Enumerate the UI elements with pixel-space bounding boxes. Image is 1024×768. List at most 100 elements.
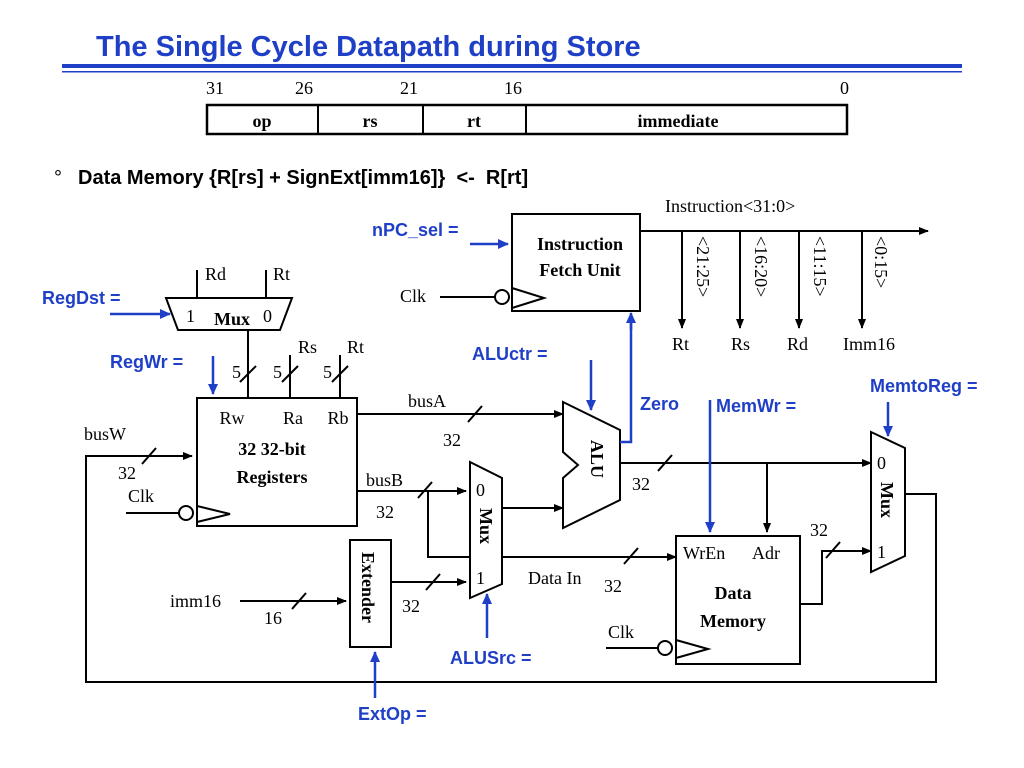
ra-rs-label: Rs bbox=[298, 337, 317, 357]
dmem-label-1: Data bbox=[715, 583, 752, 603]
regfile-clk-label: Clk bbox=[128, 486, 154, 506]
bit-0: 0 bbox=[840, 78, 849, 98]
ra-width-label: 5 bbox=[273, 362, 282, 382]
split-rt-label: Rt bbox=[672, 334, 689, 354]
regfile-ra: Ra bbox=[283, 408, 303, 428]
split-11-15: <11:15> bbox=[810, 236, 830, 297]
regwr-label: RegWr = bbox=[110, 352, 183, 372]
regfile-rw: Rw bbox=[219, 408, 244, 428]
dmem-clock-bubble bbox=[657, 640, 673, 656]
field-rs: rs bbox=[363, 111, 378, 131]
dmem-label-2: Memory bbox=[700, 611, 766, 631]
alusrc-mux-label: Mux bbox=[476, 508, 496, 544]
memwr-label: MemWr = bbox=[716, 396, 796, 416]
alusrc-label: ALUSrc = bbox=[450, 648, 532, 668]
zero-label: Zero bbox=[640, 394, 679, 414]
split-imm16-label: Imm16 bbox=[843, 334, 895, 354]
memtoreg-label: MemtoReg = bbox=[870, 376, 978, 396]
data-memory bbox=[675, 535, 801, 665]
field-rt: rt bbox=[467, 111, 481, 131]
ifu-label-1: Instruction bbox=[537, 234, 623, 254]
rw-width-label: 5 bbox=[232, 362, 241, 382]
busb-width-label: 32 bbox=[376, 502, 394, 522]
regdst-mux-label: Mux bbox=[214, 309, 250, 329]
regfile-label-2: Registers bbox=[237, 467, 308, 487]
regdst-mux-in-1: 1 bbox=[186, 306, 195, 326]
data-in-width-label: 32 bbox=[604, 576, 622, 596]
page-title: The Single Cycle Datapath during Store bbox=[96, 31, 641, 63]
bus-slash bbox=[623, 547, 639, 565]
bus-slash bbox=[425, 573, 441, 591]
field-immediate: immediate bbox=[638, 111, 719, 131]
memtoreg-mux-in-1: 1 bbox=[877, 542, 886, 562]
bus-slash bbox=[331, 365, 349, 383]
mem-out-width-label: 32 bbox=[810, 520, 828, 540]
regdst-label: RegDst = bbox=[42, 288, 121, 308]
split-rd-label: Rd bbox=[787, 334, 808, 354]
busw-width-label: 32 bbox=[118, 463, 136, 483]
aluctr-label: ALUctr = bbox=[472, 344, 548, 364]
imm16-width-label: 16 bbox=[264, 608, 282, 628]
bit-31: 31 bbox=[206, 78, 224, 98]
memtoreg-mux-label: Mux bbox=[877, 482, 897, 518]
ext-width-label: 32 bbox=[402, 596, 420, 616]
bus-slash bbox=[417, 481, 433, 499]
regfile-label-1: 32 32-bit bbox=[238, 439, 306, 459]
alusrc-mux-in-0: 0 bbox=[476, 480, 485, 500]
title-underline-thin bbox=[62, 71, 962, 73]
extender bbox=[349, 539, 392, 648]
data-in-label: Data In bbox=[528, 568, 581, 588]
register-file bbox=[196, 397, 358, 527]
instruction-bus-label: Instruction<31:0> bbox=[665, 196, 795, 216]
alusrc-mux bbox=[469, 460, 503, 600]
bullet-text: Data Memory {R[rs] + SignExt[imm16]} <- … bbox=[78, 167, 528, 189]
busw-feedback-wire bbox=[85, 455, 937, 683]
regdst-mux-in-0: 0 bbox=[263, 306, 272, 326]
rb-width-label: 5 bbox=[323, 362, 332, 382]
regfile-clock-bubble bbox=[178, 505, 194, 521]
alu-label: ALU bbox=[587, 440, 607, 478]
bus-slash bbox=[239, 365, 257, 383]
mem-out-wire bbox=[800, 550, 866, 605]
busb-data-in-wire bbox=[427, 491, 672, 558]
title-underline bbox=[62, 64, 962, 68]
bit-21: 21 bbox=[400, 78, 418, 98]
bus-slash bbox=[657, 454, 673, 472]
busw-label: busW bbox=[84, 424, 126, 444]
ifu-clock-bubble bbox=[494, 289, 510, 305]
bus-slash bbox=[825, 541, 841, 559]
dmem-wren: WrEn bbox=[683, 543, 725, 563]
bus-slash bbox=[141, 447, 157, 465]
dmem-clock-triangle bbox=[675, 639, 712, 659]
bullet-symbol: ° bbox=[54, 167, 62, 189]
regdst-mux bbox=[164, 297, 294, 331]
regfile-rb: Rb bbox=[327, 408, 348, 428]
extender-label: Extender bbox=[358, 552, 378, 623]
imm16-label: imm16 bbox=[170, 591, 221, 611]
regdst-rd-label: Rd bbox=[205, 264, 226, 284]
rb-rt-label: Rt bbox=[347, 337, 364, 357]
split-0-15: <0:15> bbox=[871, 236, 891, 288]
ifu-clock-triangle bbox=[511, 287, 548, 309]
alu-result-width-label: 32 bbox=[632, 474, 650, 494]
ifu-label-2: Fetch Unit bbox=[539, 260, 620, 280]
split-16-20: <16:20> bbox=[751, 236, 771, 297]
busb-label: busB bbox=[366, 470, 403, 490]
regfile-clock-triangle bbox=[196, 505, 231, 523]
split-21-25: <21:25> bbox=[693, 236, 713, 297]
split-rs-label: Rs bbox=[731, 334, 750, 354]
extop-label: ExtOp = bbox=[358, 704, 427, 724]
instruction-format: 31 26 21 16 0 op rs rt immediate bbox=[205, 78, 849, 136]
ifu-clk-label: Clk bbox=[400, 286, 426, 306]
busa-label: busA bbox=[408, 391, 446, 411]
busa-width-label: 32 bbox=[443, 430, 461, 450]
regdst-rt-label: Rt bbox=[273, 264, 290, 284]
bus-slash bbox=[291, 592, 307, 610]
bit-26: 26 bbox=[295, 78, 313, 98]
bus-slash bbox=[281, 365, 299, 383]
dmem-clk-label: Clk bbox=[608, 622, 634, 642]
field-op: op bbox=[252, 111, 271, 131]
bit-16: 16 bbox=[504, 78, 522, 98]
zero-wire bbox=[620, 316, 633, 444]
